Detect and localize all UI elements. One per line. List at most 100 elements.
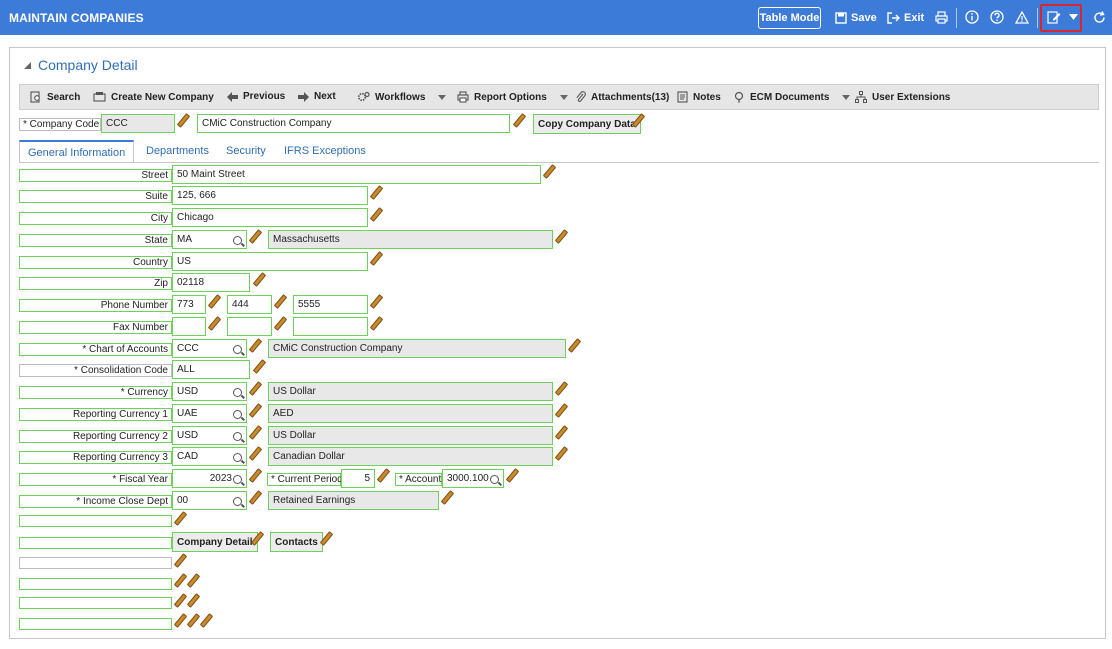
phone-prefix-field[interactable]: 444 [227, 295, 272, 314]
company-detail-button[interactable]: Company Detail [172, 532, 258, 552]
pencil-icon[interactable] [173, 512, 185, 524]
pencil-icon[interactable] [369, 252, 381, 264]
next-button[interactable]: Next [298, 91, 336, 102]
pencil-icon[interactable] [173, 554, 185, 566]
tab-ifrs-exceptions[interactable]: IFRS Exceptions [284, 145, 366, 157]
notes-button[interactable]: Notes [677, 91, 721, 103]
company-name-field[interactable]: CMiC Construction Company [197, 114, 510, 133]
reporting-currency-2-field[interactable]: USD [172, 426, 247, 445]
pencil-icon[interactable] [369, 208, 381, 220]
search-icon[interactable] [233, 410, 242, 419]
tab-departments[interactable]: Departments [146, 145, 209, 157]
account-field[interactable]: 3000.100 [442, 469, 504, 488]
save-button[interactable]: Save [835, 7, 877, 29]
pencil-icon[interactable] [173, 594, 185, 606]
pencil-icon[interactable] [248, 339, 260, 351]
pencil-icon[interactable] [248, 469, 260, 481]
ecm-documents-button[interactable]: ECM Documents [733, 91, 851, 103]
warning-icon[interactable] [1014, 9, 1030, 25]
pencil-icon[interactable] [376, 469, 388, 481]
pencil-icon[interactable] [252, 360, 264, 372]
pencil-icon[interactable] [248, 404, 260, 416]
fiscal-year-field[interactable]: 2023 [172, 469, 247, 488]
edit-icon[interactable] [1046, 9, 1062, 25]
pencil-icon[interactable] [369, 186, 381, 198]
collapse-icon[interactable] [23, 61, 32, 70]
pencil-icon[interactable] [369, 317, 381, 329]
pencil-icon[interactable] [248, 491, 260, 503]
phone-line-field[interactable]: 5555 [293, 295, 368, 314]
info-icon[interactable] [964, 9, 980, 25]
pencil-icon[interactable] [567, 339, 579, 351]
pencil-icon[interactable] [273, 317, 285, 329]
exit-button[interactable]: Exit [887, 7, 924, 29]
fax-line-field[interactable] [293, 317, 368, 336]
pencil-icon[interactable] [207, 295, 219, 307]
table-mode-button[interactable]: Table Mode [758, 7, 821, 29]
pencil-icon[interactable] [273, 295, 285, 307]
search-icon[interactable] [233, 388, 242, 397]
company-code-field[interactable]: CCC [101, 114, 175, 133]
pencil-icon[interactable] [505, 469, 517, 481]
pencil-icon[interactable] [554, 447, 566, 459]
pencil-icon[interactable] [250, 532, 262, 544]
pencil-icon[interactable] [186, 594, 198, 606]
search-icon[interactable] [233, 475, 242, 484]
zip-field[interactable]: 02118 [172, 273, 250, 292]
currency-field[interactable]: USD [172, 382, 247, 401]
consolidation-code-field[interactable]: ALL [172, 360, 250, 379]
fax-area-field[interactable] [172, 317, 206, 336]
country-field[interactable]: US [172, 252, 368, 271]
reporting-currency-1-field[interactable]: UAE [172, 404, 247, 423]
pencil-icon[interactable] [369, 295, 381, 307]
street-field[interactable]: 50 Maint Street [172, 165, 541, 184]
pencil-icon[interactable] [248, 447, 260, 459]
pencil-icon[interactable] [554, 382, 566, 394]
tab-general-information[interactable]: General Information [19, 140, 135, 163]
workflows-button[interactable]: Workflows [357, 91, 447, 103]
pencil-icon[interactable] [207, 317, 219, 329]
search-icon[interactable] [233, 497, 242, 506]
attachments-button[interactable]: Attachments(13) [575, 91, 669, 103]
pencil-icon[interactable] [199, 614, 211, 626]
pencil-icon[interactable] [186, 614, 198, 626]
current-period-field[interactable]: 5 [341, 469, 375, 488]
reporting-currency-3-field[interactable]: CAD [172, 447, 247, 466]
pencil-icon[interactable] [186, 574, 198, 586]
tab-security[interactable]: Security [226, 145, 266, 157]
report-options-button[interactable]: Report Options [457, 91, 568, 103]
fax-prefix-field[interactable] [227, 317, 272, 336]
pencil-icon[interactable] [173, 614, 185, 626]
search-icon[interactable] [490, 475, 499, 484]
city-field[interactable]: Chicago [172, 208, 368, 227]
chart-of-accounts-field[interactable]: CCC [172, 339, 247, 358]
pencil-icon[interactable] [554, 426, 566, 438]
pencil-icon[interactable] [542, 165, 554, 177]
user-extensions-button[interactable]: User Extensions [855, 91, 950, 103]
help-icon[interactable] [989, 9, 1005, 25]
income-close-dept-field[interactable]: 00 [172, 491, 247, 510]
pencil-icon[interactable] [440, 491, 452, 503]
pencil-icon[interactable] [631, 114, 643, 126]
search-icon[interactable] [233, 432, 242, 441]
panel-header[interactable]: Company Detail [23, 57, 138, 73]
print-icon[interactable] [933, 9, 949, 25]
pencil-icon[interactable] [248, 230, 260, 242]
pencil-icon[interactable] [173, 574, 185, 586]
pencil-icon[interactable] [252, 273, 264, 285]
search-icon[interactable] [233, 453, 242, 462]
phone-area-field[interactable]: 773 [172, 295, 206, 314]
pencil-icon[interactable] [554, 404, 566, 416]
refresh-icon[interactable] [1091, 9, 1107, 25]
contacts-button[interactable]: Contacts [270, 532, 323, 552]
create-new-company-button[interactable]: Create New Company [93, 91, 214, 103]
pencil-icon[interactable] [554, 230, 566, 242]
copy-company-data-button[interactable]: Copy Company Data [533, 114, 641, 134]
chevron-down-icon[interactable] [1065, 9, 1081, 25]
pencil-icon[interactable] [248, 426, 260, 438]
search-icon[interactable] [233, 236, 242, 245]
state-field[interactable]: MA [172, 230, 247, 249]
pencil-icon[interactable] [176, 114, 188, 126]
pencil-icon[interactable] [248, 382, 260, 394]
previous-button[interactable]: Previous [227, 91, 285, 102]
